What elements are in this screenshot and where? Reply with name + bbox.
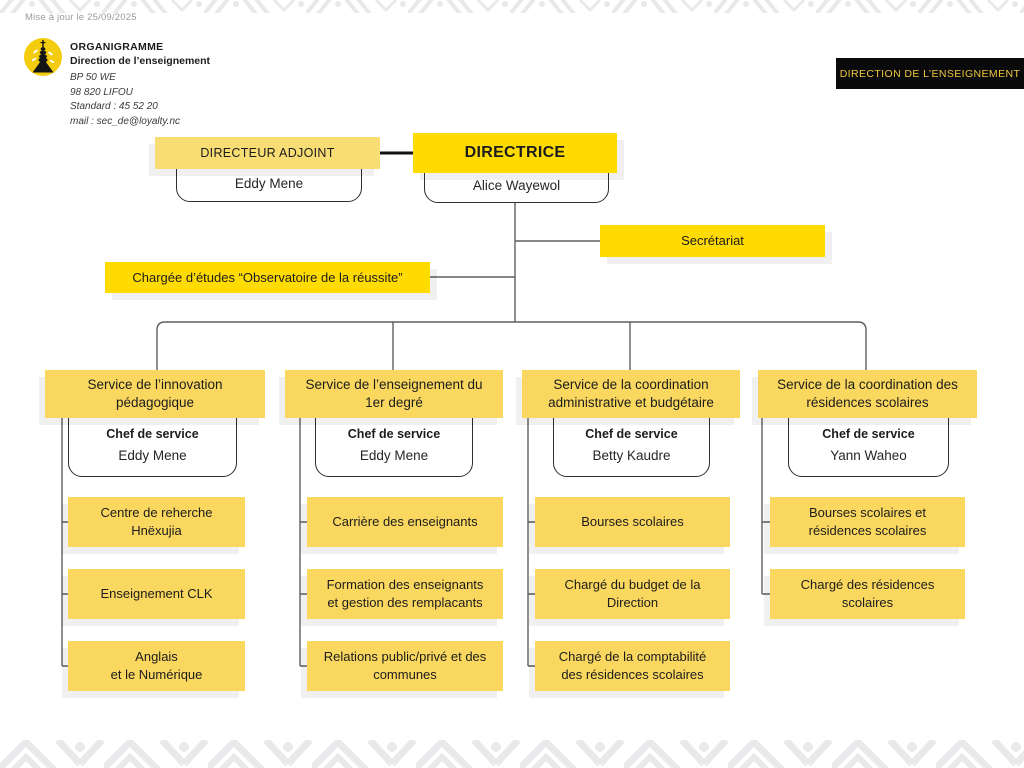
directeur-adjoint-box: DIRECTEUR ADJOINT <box>155 137 380 169</box>
totem-logo-icon <box>24 38 62 76</box>
service-1-chef-label: Chef de service <box>106 427 199 442</box>
service-3-unit-2: Chargé du budget de la Direction <box>535 569 730 619</box>
service-3-header: Service de la coordination administrativ… <box>522 370 740 418</box>
chargee-etudes-box: Chargée d’études “Observatoire de la réu… <box>105 262 430 293</box>
letterhead-mail-line: mail : sec_de@loyalty.nc <box>70 115 181 127</box>
letterhead-subtitle: Direction de l’enseignement <box>70 55 211 68</box>
directeur-adjoint-name: Eddy Mene <box>234 175 304 191</box>
letterhead-address-line: 98 820 LIFOU <box>70 86 133 98</box>
service-2-chef-label: Chef de service <box>347 427 441 442</box>
service-1-unit-2: Enseignement CLK <box>68 569 245 619</box>
service-4-chef-box: Chef de service Yann Waheo <box>788 415 949 477</box>
service-4-unit-1: Bourses scolaires et résidences scolaire… <box>770 497 965 547</box>
service-1-chef-box: Chef de service Eddy Mene <box>68 415 237 477</box>
directrice-box: DIRECTRICE <box>413 133 617 173</box>
service-2-unit-2: Formation des enseignants et gestion des… <box>307 569 503 619</box>
service-4-chef-name: Yann Waheo <box>830 447 907 463</box>
service-3-chef-name: Betty Kaudre <box>592 447 671 463</box>
direction-banner: DIRECTION DE L’ENSEIGNEMENT <box>836 58 1024 89</box>
service-4-unit-2: Chargé des résidences scolaires <box>770 569 965 619</box>
letterhead-title: ORGANIGRAMME <box>70 41 164 53</box>
service-2-unit-1: Carrière des enseignants <box>307 497 503 547</box>
letterhead-address-line: BP 50 WE <box>70 72 116 84</box>
service-2-chef-box: Chef de service Eddy Mene <box>315 415 473 477</box>
service-3-chef-box: Chef de service Betty Kaudre <box>553 415 710 477</box>
service-2-chef-name: Eddy Mene <box>359 447 429 463</box>
bottom-border-pattern <box>0 740 1024 768</box>
service-3-chef-label: Chef de service <box>585 427 678 442</box>
top-border-pattern <box>0 0 1024 13</box>
service-2-unit-3: Relations public/privé et des communes <box>307 641 503 691</box>
service-1-unit-1: Centre de reherche Hnëxujia <box>68 497 245 547</box>
service-1-header: Service de l’innovation pédagogique <box>45 370 265 418</box>
directeur-adjoint-name-box: Eddy Mene <box>176 166 362 202</box>
directrice-name: Alice Wayewol <box>472 177 561 193</box>
directrice-name-box: Alice Wayewol <box>424 169 609 203</box>
service-3-unit-3: Chargé de la comptabilité des résidences… <box>535 641 730 691</box>
service-3-unit-1: Bourses scolaires <box>535 497 730 547</box>
secretariat-box: Secrétariat <box>600 225 825 257</box>
service-4-chef-label: Chef de service <box>822 427 915 442</box>
letterhead: ORGANIGRAMME Direction de l’enseignement… <box>24 38 210 129</box>
service-1-chef-name: Eddy Mene <box>118 447 187 463</box>
letterhead-phone-line: Standard : 45 52 20 <box>70 101 158 113</box>
last-updated-note: Mise à jour le 25/09/2025 <box>25 12 137 23</box>
service-1-unit-3: Anglais et le Numérique <box>68 641 245 691</box>
service-2-header: Service de l’enseignement du 1er degré <box>285 370 503 418</box>
service-4-header: Service de la coordination des résidence… <box>758 370 977 418</box>
